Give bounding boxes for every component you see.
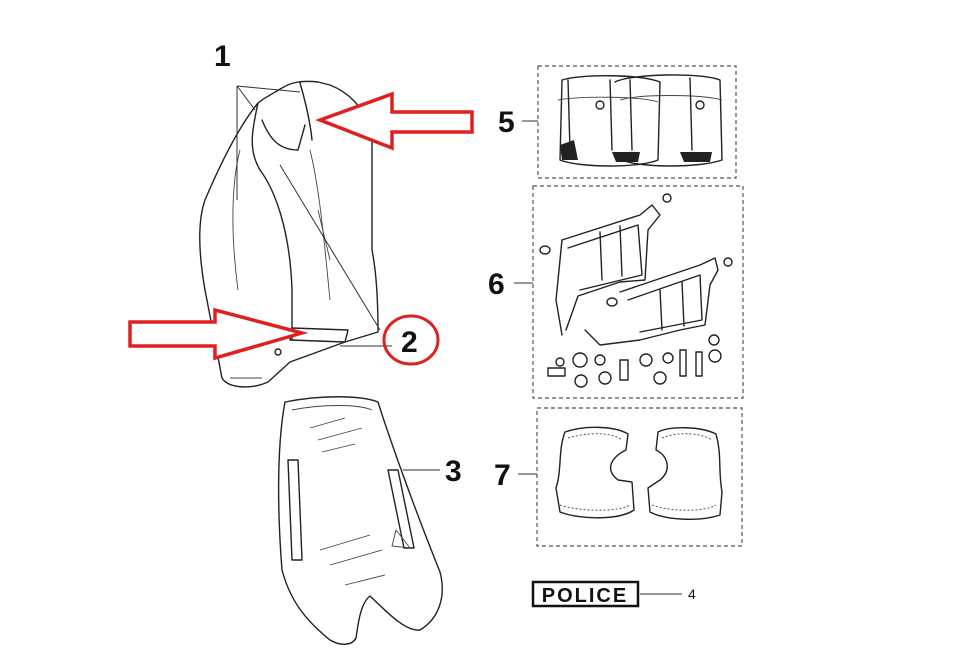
callout-2-highlight-circle <box>382 314 440 366</box>
red-arrow-upper <box>315 91 474 151</box>
callout-5: 5 <box>498 106 515 139</box>
callout-3: 3 <box>445 455 462 488</box>
racks-part <box>539 193 733 388</box>
callout-1-leaders <box>236 85 381 331</box>
callout-1: 1 <box>214 40 231 73</box>
red-arrow-lower <box>128 307 309 361</box>
leg-shield-part <box>199 80 379 388</box>
part-6-box <box>532 185 744 399</box>
callout-6: 6 <box>488 268 505 301</box>
windshield-part <box>277 396 443 645</box>
saddle-bags-part <box>557 74 723 167</box>
hand-guards-part <box>555 426 723 520</box>
callout-2: 2 <box>401 326 418 359</box>
police-badge-text: POLICE <box>542 585 628 607</box>
part-7-box <box>536 407 743 547</box>
callout-4: 4 <box>688 586 696 602</box>
part-5-box <box>537 65 737 179</box>
police-badge-part: POLICE <box>531 580 640 608</box>
callout-7: 7 <box>494 459 511 492</box>
